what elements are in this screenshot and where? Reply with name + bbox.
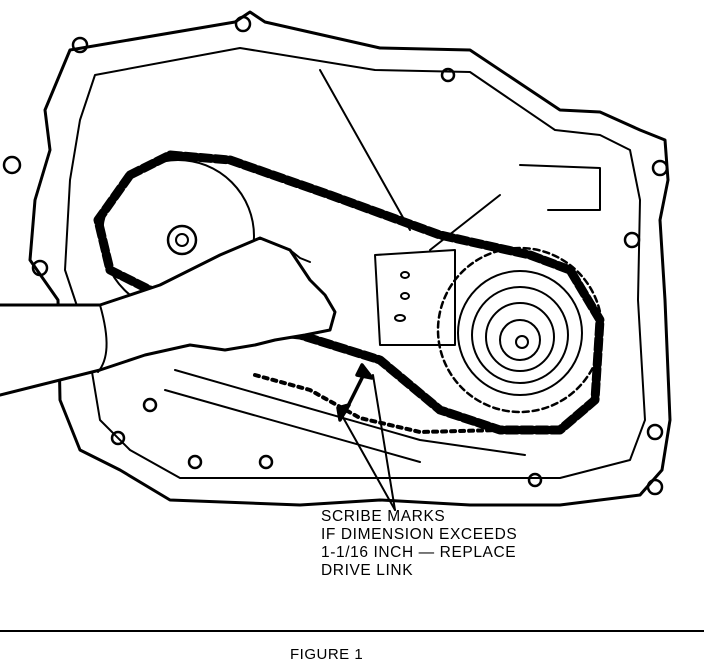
callout-line-2: IF DIMENSION EXCEEDS <box>321 526 518 543</box>
chain-slack-position <box>253 373 502 434</box>
figure-caption: FIGURE 1 <box>290 646 364 663</box>
scribe-mark-leaders <box>339 374 396 511</box>
case-rib-2 <box>319 69 411 231</box>
hand-knuckle <box>97 304 108 373</box>
hand <box>0 236 337 397</box>
callout-line-4: DRIVE LINK <box>321 562 414 579</box>
callout-line-1: SCRIBE MARKS <box>321 508 446 525</box>
scribe-marks-callout: SCRIBE MARKS IF DIMENSION EXCEEDS 1-1/16… <box>321 508 591 580</box>
lower-passage <box>174 369 526 456</box>
caption-divider <box>0 630 704 632</box>
chain-guide-housing <box>374 249 456 346</box>
dimension-arrow <box>336 363 374 422</box>
case-rib <box>429 194 501 251</box>
callout-line-3: 1-1/16 INCH — REPLACE <box>321 544 517 561</box>
case-flange-inner <box>64 47 646 479</box>
case-bracket <box>519 164 601 211</box>
lower-passage-2 <box>164 389 421 463</box>
driven-sprocket <box>436 246 604 414</box>
hand-finger-fold <box>289 249 311 263</box>
housing-slots <box>394 271 410 322</box>
bolt-holes <box>2 15 669 496</box>
